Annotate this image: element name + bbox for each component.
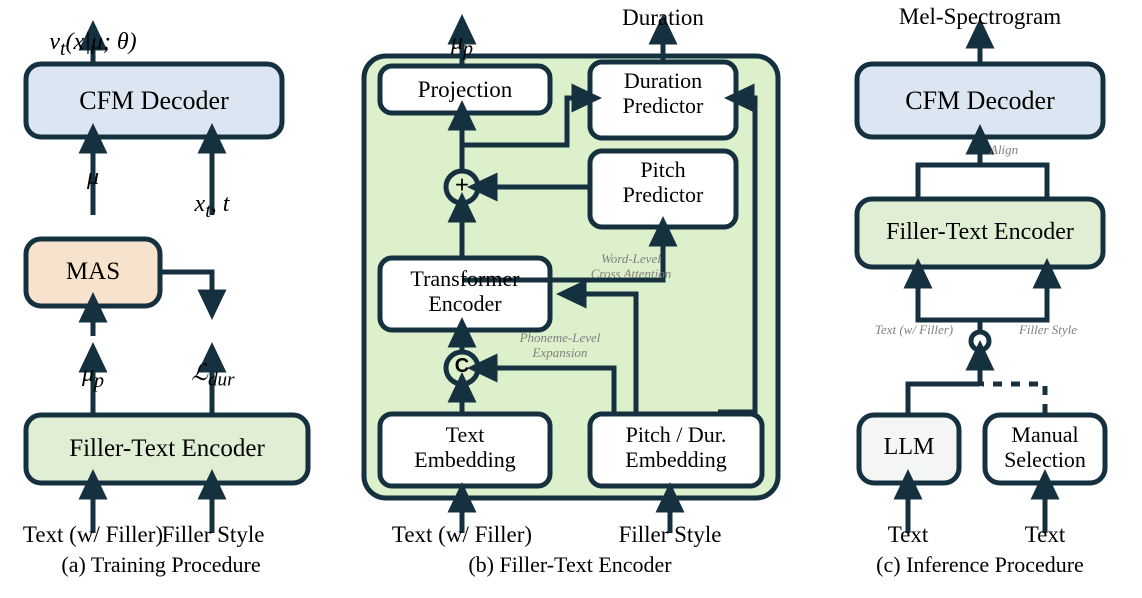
arrow-b-transformer-branch-to-pitch [462, 216, 678, 283]
panel-c-encoder-box [854, 196, 1106, 270]
panel-b-transformer-encoder-box [377, 255, 553, 333]
panel-a-encoder-box [23, 412, 311, 486]
arrow-c-align-bus [915, 162, 1050, 197]
arrow-c-llm-branch [905, 381, 980, 413]
panel-c-cfm-decoder-box [854, 61, 1106, 140]
panel-c-merge-node [968, 329, 992, 353]
panel-a-cfm-decoder-box [23, 61, 285, 140]
arrow-a-mas-to-ldur [162, 269, 227, 320]
panel-a-mas-box [23, 236, 163, 309]
panel-b-add-node [443, 168, 481, 206]
arrow-c-manual-branch [982, 381, 1048, 413]
panel-c-llm-box [856, 412, 962, 486]
arrow-b-pitchdur-to-duration [718, 83, 758, 415]
arrow-b-pitchdur-to-concat [467, 353, 617, 412]
arrow-b-add-branch-to-duration [462, 83, 602, 148]
panel-b-pitch-predictor-box [587, 148, 739, 230]
panel-b-concat-node [443, 349, 481, 387]
panel-b-text-embedding-box [377, 411, 553, 489]
arrow-c-inputs-bus [915, 298, 1050, 323]
panel-b-pitchdur-embedding-box [587, 411, 765, 489]
panel-b-duration-predictor-box [587, 59, 739, 141]
panel-c-manual-selection-box [982, 412, 1108, 486]
arrow-b-pitchdur-to-transformer [556, 279, 639, 412]
panel-b-projection-box [377, 63, 553, 116]
